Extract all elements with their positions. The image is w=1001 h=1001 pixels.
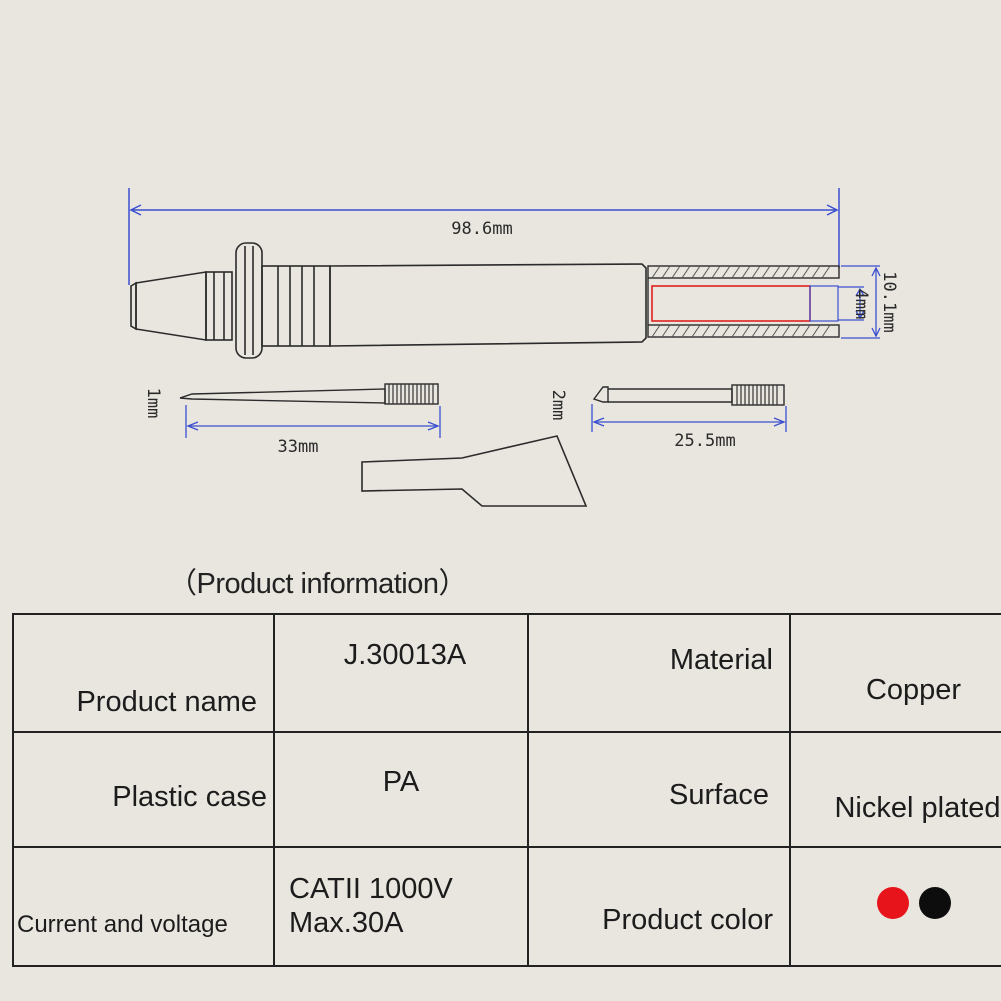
pin-2mm-length-label: 25.5mm bbox=[674, 431, 735, 451]
sleeve-hatching bbox=[651, 265, 831, 338]
value-plastic-case: PA bbox=[273, 731, 529, 848]
value-cat-rating: CATII 1000V bbox=[289, 873, 453, 906]
bore-highlight bbox=[651, 285, 811, 322]
probe-sleeve bbox=[647, 265, 840, 338]
protective-cap bbox=[361, 435, 588, 507]
product-info-caption: （Product information） bbox=[168, 568, 467, 600]
pin-1mm-thread bbox=[388, 384, 434, 404]
label-product-color: Product color bbox=[527, 846, 791, 967]
label-surface: Surface bbox=[527, 731, 791, 848]
value-material: Copper bbox=[789, 613, 1001, 733]
pin-2mm-thread bbox=[736, 385, 778, 405]
value-product-color bbox=[789, 846, 1001, 967]
value-max-current: Max.30A bbox=[289, 906, 404, 939]
value-product-name: J.30013A bbox=[273, 613, 529, 733]
table-row: Product name J.30013A Material Copper bbox=[12, 613, 1001, 733]
bore-label: 4mm bbox=[851, 289, 871, 320]
pin-1mm-diameter-label: 1mm bbox=[143, 388, 163, 419]
overall-length-dimension bbox=[128, 188, 840, 285]
diameter-label: 10.1mm bbox=[879, 271, 899, 332]
black-color-dot bbox=[918, 886, 951, 919]
pin-2mm-diameter-label: 2mm bbox=[548, 390, 568, 421]
value-current-voltage: CATII 1000V Max.30A bbox=[273, 846, 529, 967]
label-material: Material bbox=[527, 613, 791, 733]
technical-drawing: 98.6mm 4mm bbox=[128, 188, 899, 507]
pin-2mm-dimension bbox=[591, 404, 787, 432]
diameter-dimension bbox=[841, 265, 881, 339]
label-current-voltage: Current and voltage bbox=[12, 846, 275, 967]
pin-2mm bbox=[592, 384, 785, 406]
red-color-dot bbox=[876, 886, 909, 919]
spec-table: Product name J.30013A Material Copper Pl… bbox=[12, 613, 1001, 967]
pin-1mm bbox=[179, 383, 439, 405]
value-surface: Nickel plated bbox=[789, 731, 1001, 848]
table-row: Current and voltage CATII 1000V Max.30A … bbox=[12, 846, 1001, 967]
probe-body bbox=[130, 242, 647, 359]
bore-dimension bbox=[838, 286, 865, 321]
color-swatches bbox=[791, 886, 1001, 919]
label-product-name: Product name bbox=[12, 613, 275, 733]
overall-length-label: 98.6mm bbox=[451, 219, 512, 239]
table-row: Plastic case PA Surface Nickel plated bbox=[12, 731, 1001, 848]
bore-end bbox=[809, 285, 839, 322]
label-plastic-case: Plastic case bbox=[12, 731, 275, 848]
pin-1mm-length-label: 33mm bbox=[278, 437, 319, 457]
pin-1mm-dimension bbox=[185, 405, 441, 438]
